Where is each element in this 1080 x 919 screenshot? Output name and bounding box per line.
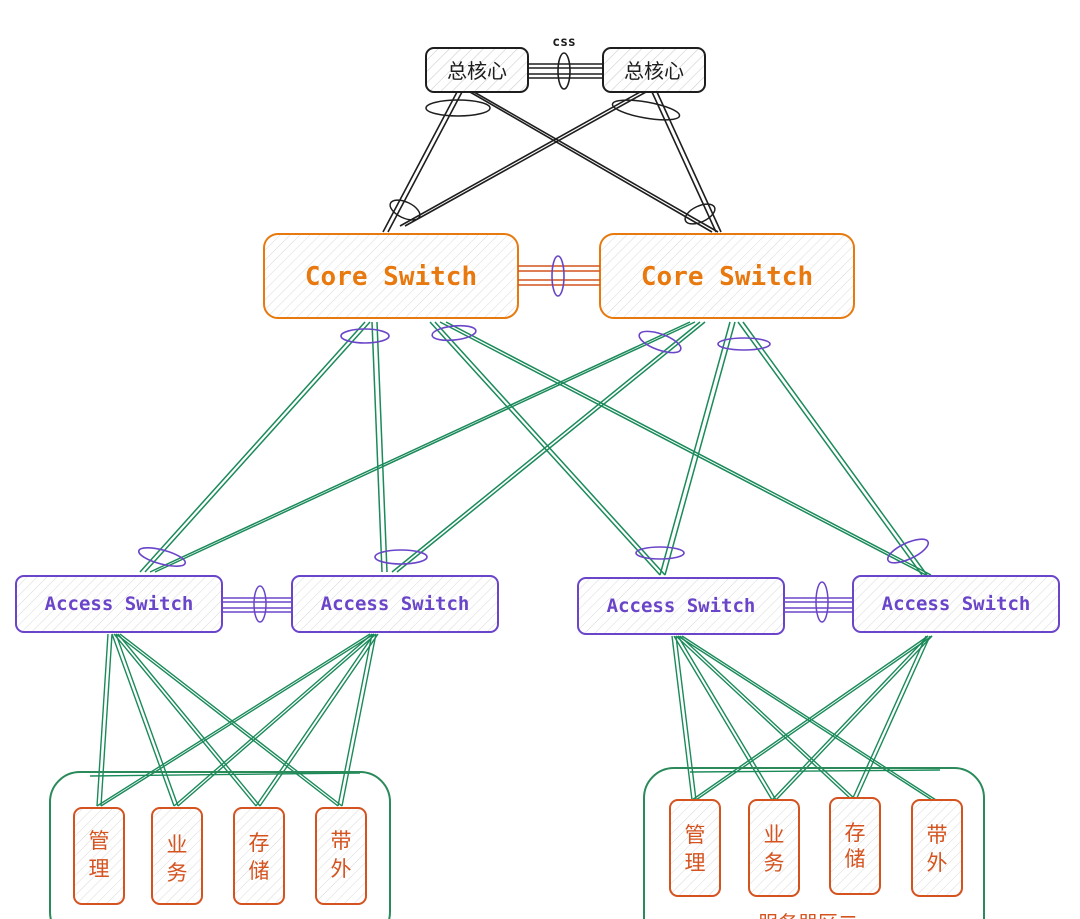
server-left-storage-line2: 储 — [249, 859, 270, 883]
css-link-label: css — [552, 35, 575, 50]
server-right-oob[interactable]: 带 外 — [911, 799, 963, 897]
server-left-business-line1: 业 — [167, 833, 188, 857]
access-switch-1-label: Access Switch — [45, 593, 194, 615]
server-group-top-bar — [89, 769, 941, 777]
access-to-server-links — [96, 633, 937, 807]
core-switch-right[interactable]: Core Switch — [599, 233, 855, 319]
server-group-right-caption: 服务器区二 — [758, 911, 858, 919]
server-left-business-line2: 务 — [167, 861, 188, 885]
top-core-left[interactable]: 总核心 — [425, 47, 529, 93]
top-core-peer-link — [528, 52, 603, 90]
access-switch-3[interactable]: Access Switch — [577, 577, 785, 635]
top-core-left-label: 总核心 — [447, 59, 507, 83]
top-core-right[interactable]: 总核心 — [602, 47, 706, 93]
server-left-storage[interactable]: 存 储 — [233, 807, 285, 905]
core-to-access-links — [139, 321, 932, 576]
top-core-right-label: 总核心 — [624, 59, 684, 83]
access-switch-2[interactable]: Access Switch — [291, 575, 499, 633]
server-right-oob-line2: 外 — [927, 851, 948, 875]
server-right-mgmt-line1: 管 — [685, 823, 706, 847]
access-switch-3-label: Access Switch — [607, 595, 756, 617]
core-switch-left-label: Core Switch — [305, 262, 477, 292]
server-left-oob-line2: 外 — [331, 857, 352, 881]
server-group-left: 管 理 业 务 存 储 带 外 — [49, 771, 391, 919]
server-left-mgmt-line1: 管 — [89, 829, 110, 853]
server-left-oob[interactable]: 带 外 — [315, 807, 367, 905]
access-switch-4[interactable]: Access Switch — [852, 575, 1060, 633]
access-switch-4-label: Access Switch — [882, 593, 1031, 615]
access-switch-1[interactable]: Access Switch — [15, 575, 223, 633]
server-right-storage-line2: 储 — [845, 847, 866, 871]
server-right-business[interactable]: 业 务 — [748, 799, 800, 897]
server-left-business[interactable]: 业 务 — [151, 807, 203, 905]
core-switch-right-label: Core Switch — [641, 262, 813, 292]
server-right-oob-line1: 带 — [927, 823, 948, 847]
core-switch-left[interactable]: Core Switch — [263, 233, 519, 319]
server-right-mgmt-line2: 理 — [685, 851, 706, 875]
server-right-business-line1: 业 — [764, 823, 785, 847]
server-left-storage-line1: 存 — [249, 831, 270, 855]
server-right-business-line2: 务 — [764, 851, 785, 875]
server-right-mgmt[interactable]: 管 理 — [669, 799, 721, 897]
top-core-lag-ellipses — [389, 99, 716, 225]
core-peer-link — [518, 255, 600, 297]
core-lag-ellipses — [137, 324, 930, 567]
server-left-mgmt[interactable]: 管 理 — [73, 807, 125, 905]
server-right-storage-line1: 存 — [845, 821, 866, 845]
server-left-oob-line1: 带 — [331, 829, 352, 853]
server-left-mgmt-line2: 理 — [89, 857, 110, 881]
access-switch-2-label: Access Switch — [321, 593, 470, 615]
server-right-storage[interactable]: 存 储 — [829, 797, 881, 895]
server-group-right: 管 理 业 务 存 储 带 外 服务器区二 — [643, 767, 985, 919]
access-peer-links — [222, 581, 853, 623]
